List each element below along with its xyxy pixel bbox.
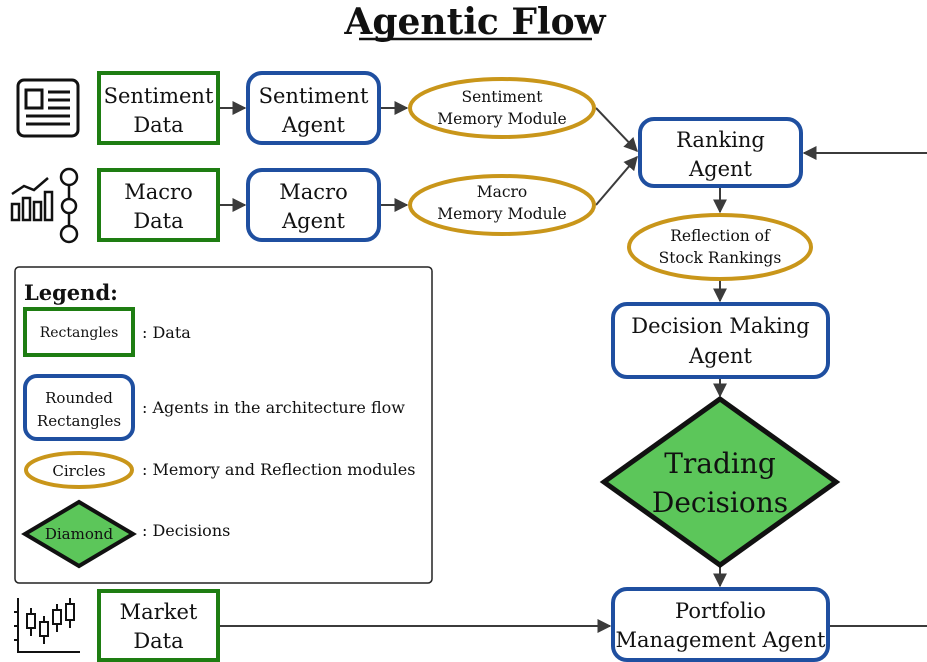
legend-rectangle-swatch bbox=[23, 307, 135, 357]
svg-text:Data: Data bbox=[133, 629, 183, 653]
svg-text:Macro: Macro bbox=[124, 180, 192, 204]
svg-text:Agent: Agent bbox=[688, 157, 753, 181]
svg-text:Macro: Macro bbox=[477, 183, 528, 201]
newspaper-icon bbox=[16, 78, 80, 138]
svg-text:Rounded: Rounded bbox=[45, 389, 113, 407]
legend-memory-desc: : Memory and Reflection modules bbox=[142, 460, 415, 479]
svg-text:Reflection of: Reflection of bbox=[670, 227, 771, 245]
page-title: Agentic Flow bbox=[343, 1, 606, 43]
legend-rounded-rectangle-swatch bbox=[23, 374, 135, 441]
svg-text:Macro: Macro bbox=[279, 180, 347, 204]
svg-text:Market: Market bbox=[120, 600, 198, 624]
connectors bbox=[219, 101, 927, 633]
sentiment-memory-module: Sentiment Memory Module bbox=[408, 77, 596, 139]
svg-text:Rectangles: Rectangles bbox=[40, 325, 119, 341]
sentiment-data-box: Sentiment Data bbox=[97, 71, 220, 145]
svg-text:Data: Data bbox=[133, 113, 183, 137]
legend-circle-swatch bbox=[24, 451, 134, 489]
legend-diamond-swatch bbox=[21, 499, 137, 569]
svg-text:Data: Data bbox=[133, 209, 183, 233]
trading-decisions-diamond: Trading Decisions bbox=[599, 395, 841, 569]
svg-text:Management Agent: Management Agent bbox=[616, 628, 826, 652]
finance-chart-icon bbox=[10, 167, 79, 244]
svg-text:Decisions: Decisions bbox=[652, 486, 788, 519]
svg-text:Rectangles: Rectangles bbox=[37, 412, 121, 430]
portfolio-management-agent-box: Portfolio Management Agent bbox=[611, 587, 830, 662]
legend-agents-desc: : Agents in the architecture flow bbox=[142, 398, 405, 417]
svg-text:Ranking: Ranking bbox=[676, 128, 765, 152]
market-data-box: Market Data bbox=[97, 589, 220, 662]
svg-text:Trading: Trading bbox=[664, 447, 776, 480]
legend-decisions-desc: : Decisions bbox=[142, 521, 230, 540]
svg-text:Agent: Agent bbox=[281, 209, 346, 233]
svg-text:Sentiment: Sentiment bbox=[104, 84, 214, 108]
legend: Legend: Rectangles : Data Rounded Rectan… bbox=[14, 266, 433, 584]
svg-text:Circles: Circles bbox=[52, 462, 105, 480]
macro-data-box: Macro Data bbox=[97, 168, 220, 242]
svg-text:Agent: Agent bbox=[281, 113, 346, 137]
svg-text:Portfolio: Portfolio bbox=[675, 599, 766, 623]
reflection-of-stock-rankings: Reflection of Stock Rankings bbox=[627, 213, 813, 281]
ranking-agent-box: Ranking Agent bbox=[638, 117, 803, 188]
svg-text:Sentiment: Sentiment bbox=[461, 88, 543, 106]
svg-text:Sentiment: Sentiment bbox=[259, 84, 369, 108]
sentiment-agent-box: Sentiment Agent bbox=[246, 71, 381, 145]
candlestick-chart-icon bbox=[14, 598, 80, 653]
legend-data-desc: : Data bbox=[142, 323, 191, 342]
svg-text:Stock Rankings: Stock Rankings bbox=[659, 249, 782, 267]
svg-text:Decision Making: Decision Making bbox=[631, 314, 810, 338]
svg-text:Agent: Agent bbox=[688, 344, 753, 368]
macro-memory-module: Macro Memory Module bbox=[408, 174, 596, 236]
arrow-sentiment-memory-to-ranking bbox=[595, 107, 638, 153]
svg-text:Memory Module: Memory Module bbox=[437, 110, 566, 128]
svg-text:Memory Module: Memory Module bbox=[437, 205, 566, 223]
legend-heading: Legend: bbox=[24, 280, 118, 305]
svg-text:Diamond: Diamond bbox=[45, 525, 114, 543]
decision-making-agent-box: Decision Making Agent bbox=[611, 302, 830, 379]
arrow-macro-memory-to-ranking bbox=[595, 155, 638, 206]
macro-agent-box: Macro Agent bbox=[246, 168, 381, 242]
